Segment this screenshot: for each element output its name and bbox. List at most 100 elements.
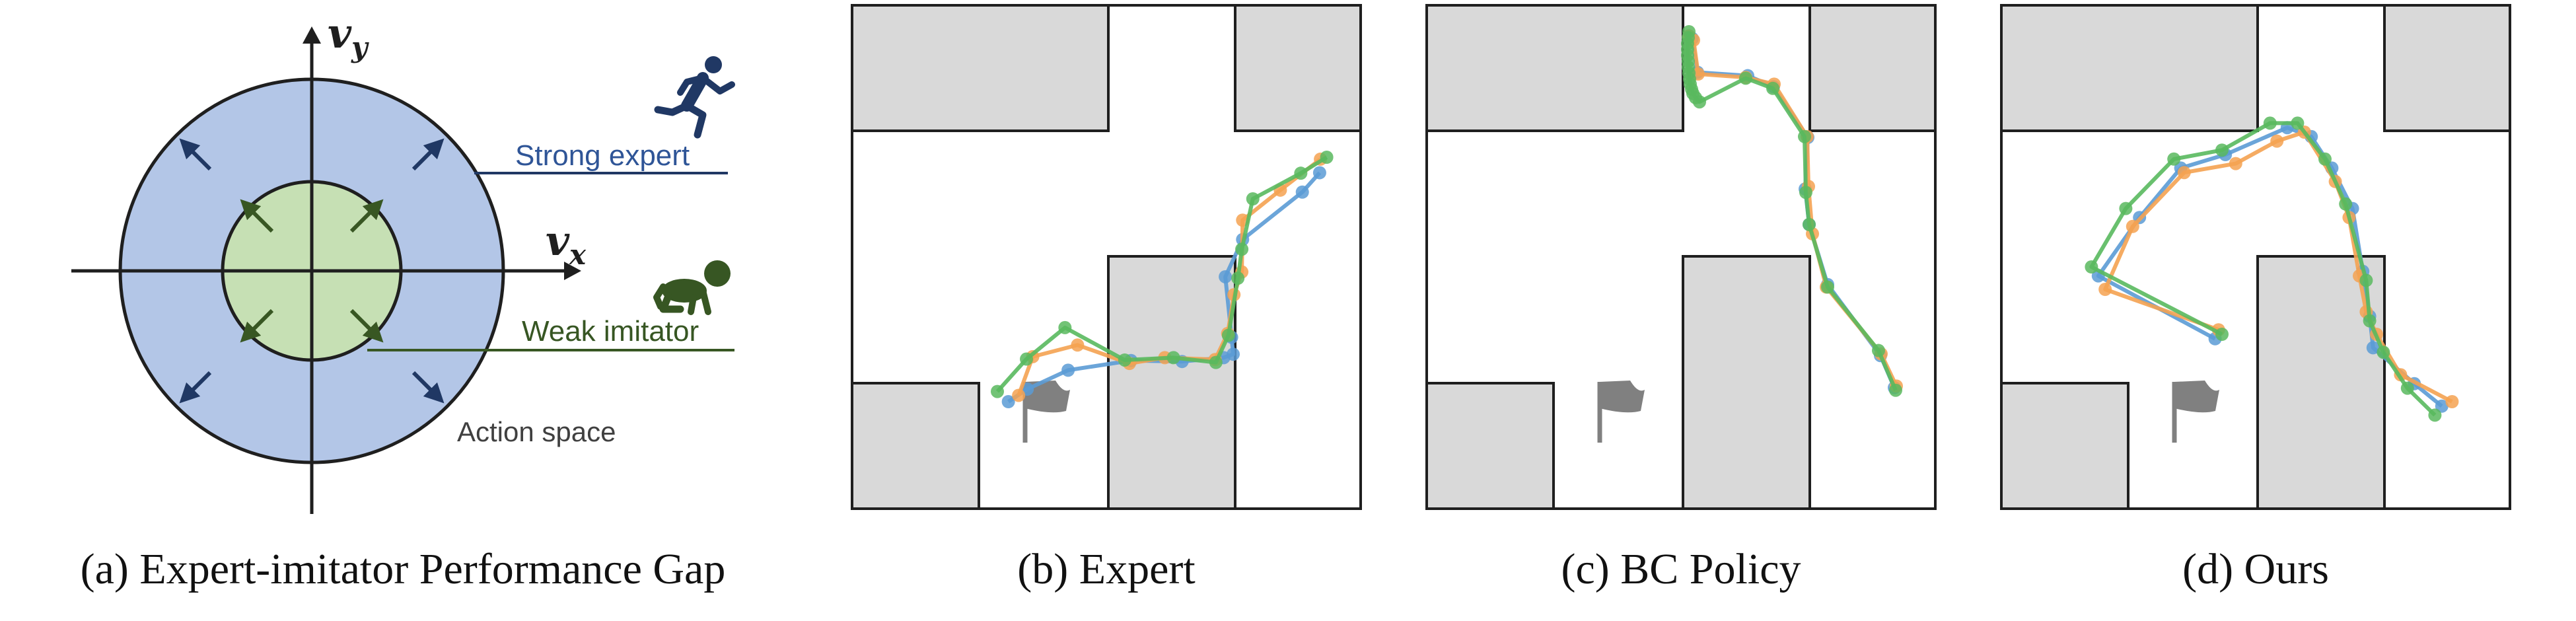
trajectory-point-green <box>2119 201 2133 215</box>
trajectory-point-green <box>1118 353 1131 367</box>
obstacle-block <box>851 4 1110 132</box>
weak-arrow-down-left <box>240 309 274 343</box>
trajectory-point-green <box>1020 352 1034 366</box>
obstacle-block <box>1425 382 1555 510</box>
map-panel-expert <box>851 4 1362 510</box>
obstacle-block <box>2000 382 2129 510</box>
map-panel-ours <box>2000 4 2511 510</box>
trajectory-point-orange <box>2126 219 2139 233</box>
trajectory-point-blue <box>2366 341 2380 355</box>
strong-arrow-up-right <box>411 138 445 171</box>
trajectory-point-orange <box>1012 388 1026 402</box>
caption-panel-d: (d) Ours <box>2182 545 2329 593</box>
trajectory-point-green <box>2215 328 2229 341</box>
weak-arrow-up-left <box>240 199 274 233</box>
goal-flag-icon <box>1597 381 1645 443</box>
x-axis-arrowhead <box>564 262 581 280</box>
running-person-icon <box>654 56 735 139</box>
trajectory-line-green <box>995 155 1328 393</box>
trajectory-point-green <box>1821 280 1834 294</box>
trajectory-point-green <box>2215 143 2229 157</box>
y-axis-label-sub: y <box>351 31 369 63</box>
flag-cloth <box>1025 381 1070 413</box>
trajectory-point-blue <box>1061 363 1075 377</box>
trajectory-point-green <box>1872 344 1885 357</box>
trajectory-point-green <box>1294 166 1308 180</box>
trajectory-point-green <box>2377 346 2390 359</box>
strong-arrow-down-left <box>179 371 212 404</box>
trajectory-point-green <box>1209 355 1223 369</box>
trajectory-point-green <box>1235 242 1249 256</box>
trajectory-point-green <box>2167 152 2181 166</box>
y-axis-label: vy <box>328 9 369 63</box>
trajectory-point-green <box>2363 314 2377 328</box>
trajectory-point-green <box>2263 116 2277 130</box>
caption-panel-b: (b) Expert <box>1017 545 1196 593</box>
trajectory-point-green <box>2291 116 2305 130</box>
trajectory-point-blue <box>1219 270 1233 283</box>
crawling-baby-icon <box>653 260 731 315</box>
trajectory-point-blue <box>1295 185 1309 199</box>
x-axis-label: vx <box>546 217 587 271</box>
obstacle-block <box>2000 4 2259 132</box>
trajectory-point-green <box>2359 274 2373 287</box>
obstacle-block <box>2383 4 2511 132</box>
x-axis-label-sub: x <box>569 238 587 271</box>
map-border <box>2000 4 2511 510</box>
caption-panel-a: (a) Expert-imitator Performance Gap <box>80 545 726 593</box>
trajectory-map-panels <box>851 4 2511 510</box>
caption-panel-c: (c) BC Policy <box>1561 545 1801 593</box>
trajectory-point-blue <box>1001 395 1015 408</box>
trajectory-point-blue <box>2435 399 2449 413</box>
y-axis-arrowhead <box>303 26 321 44</box>
trajectory-point-green <box>1320 151 1334 164</box>
trajectory-point-blue <box>1312 166 1326 180</box>
trajectory-point-green <box>1889 383 1902 397</box>
strong-arrow-down-right <box>411 371 445 404</box>
trajectory-point-green <box>1803 217 1816 231</box>
strong-arrow-up-left <box>179 138 212 171</box>
flag-cloth <box>1600 381 1645 413</box>
flag-cloth <box>2174 381 2219 413</box>
trajectory-point-green <box>2318 152 2332 166</box>
obstacle-block <box>1107 255 1236 510</box>
trajectory-point-green <box>2339 197 2353 211</box>
trajectory-point-green <box>2428 408 2442 422</box>
trajectory-point-green <box>2400 381 2414 395</box>
trajectory-point-orange <box>2098 283 2112 296</box>
obstacle-block <box>1682 255 1811 510</box>
strong-expert-arrows <box>179 138 445 404</box>
trajectory-point-green <box>1058 320 1072 334</box>
map-border <box>1425 4 1937 510</box>
obstacle-block <box>1425 4 1684 132</box>
y-axis-label-main: v <box>328 9 352 57</box>
trajectory-point-green <box>2085 260 2098 274</box>
obstacle-block <box>851 382 980 510</box>
trajectory-point-green <box>1739 71 1752 85</box>
weak-imitator-label: Weak imitator <box>522 315 699 347</box>
weak-arrow-down-right <box>349 309 384 343</box>
map-panel-bc_policy <box>1425 4 1937 510</box>
panel-a-action-space-diagram: vy vx Strong expert Weak imitator Action… <box>71 9 735 514</box>
trajectory-point-orange <box>2177 166 2191 180</box>
trajectory-point-orange <box>2229 157 2242 170</box>
trajectory-point-green <box>1246 192 1260 206</box>
weak-arrow-up-right <box>349 199 384 233</box>
goal-flag-icon <box>2172 381 2219 443</box>
strong-expert-label: Strong expert <box>515 139 690 172</box>
weak-imitator-arrows <box>240 199 384 343</box>
trajectory-point-green <box>1798 129 1811 143</box>
trajectory-point-green <box>991 384 1004 398</box>
trajectory-point-green <box>1231 272 1245 285</box>
x-axis-label-main: v <box>546 217 570 265</box>
action-space-label: Action space <box>457 416 616 447</box>
trajectory-point-green <box>1693 95 1706 109</box>
trajectory-point-green <box>1799 186 1812 200</box>
trajectory-point-orange <box>2270 134 2284 148</box>
obstacle-block <box>1808 4 1937 132</box>
trajectory-point-green <box>1166 351 1180 365</box>
trajectory-point-green <box>1766 81 1779 95</box>
obstacle-block <box>1234 4 1362 132</box>
trajectory-point-orange <box>2445 395 2459 408</box>
